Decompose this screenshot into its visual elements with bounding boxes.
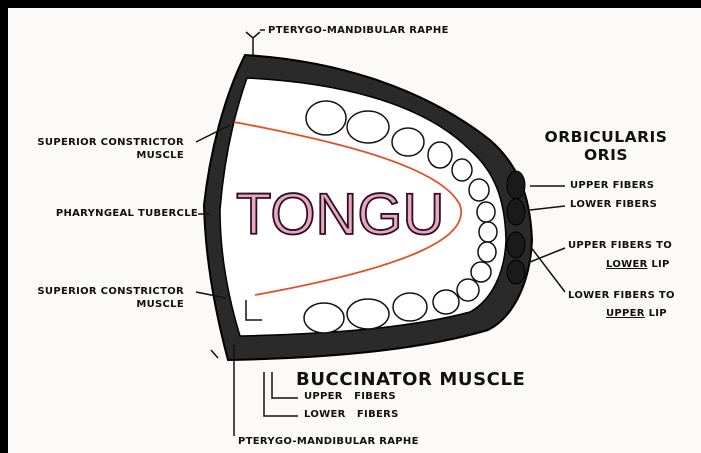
bucc-lower-fibers-leader [264,372,298,416]
label-upper-fibers-to: UPPER FIBERS TO [568,240,672,251]
label-tongue: TONGUE [236,182,446,246]
label-sup-constrictor-upper-2: MUSCLE [24,150,184,161]
label-orb-lower-fibers: LOWER FIBERS [570,199,657,210]
label-pterygo-bottom: PTERYGO-MANDIBULAR RAPHE [238,436,419,447]
label-bucc-upper-fibers: UPPER FIBERS [304,391,396,402]
label-lower-fibers-to: LOWER FIBERS TO [568,290,675,301]
label-bucc-lower-fibers: LOWER FIBERS [304,409,399,420]
label-orb-upper-fibers: UPPER FIBERS [570,180,654,191]
label-pterygo-top: PTERYGO-MANDIBULAR RAPHE [268,25,449,36]
tongue-label-graphic: TONGUE [236,180,446,246]
pterygo-bottom-arrow [211,350,218,358]
label-buccinator: BUCCINATOR MUSCLE [296,369,525,390]
label-orbicularis-1: ORBICULARIS [536,128,676,146]
orb-lower-fibers-arrow [530,206,565,210]
label-sup-constrictor-upper-1: SUPERIOR CONSTRICTOR [24,137,184,148]
bucc-upper-fibers-leader [272,372,298,398]
upper-word: UPPER [606,308,645,319]
label-pharyngeal-tubercle: PHARYNGEAL TUBERCLE [24,208,198,219]
label-sup-constrictor-lower-2: MUSCLE [24,299,184,310]
label-sup-constrictor-lower-1: SUPERIOR CONSTRICTOR [24,286,184,297]
lower-lip-suffix: LIP [648,259,670,270]
pterygo-top-arrow [246,32,260,57]
orb-upper-to-lower-arrow [530,248,565,262]
label-orbicularis-2: ORIS [536,146,676,164]
lower-word: LOWER [606,259,648,270]
label-upper-lip: UPPER LIP [606,308,667,319]
upper-lip-suffix: LIP [645,308,667,319]
orb-lower-to-upper-arrow [530,246,565,292]
label-lower-lip: LOWER LIP [606,259,670,270]
